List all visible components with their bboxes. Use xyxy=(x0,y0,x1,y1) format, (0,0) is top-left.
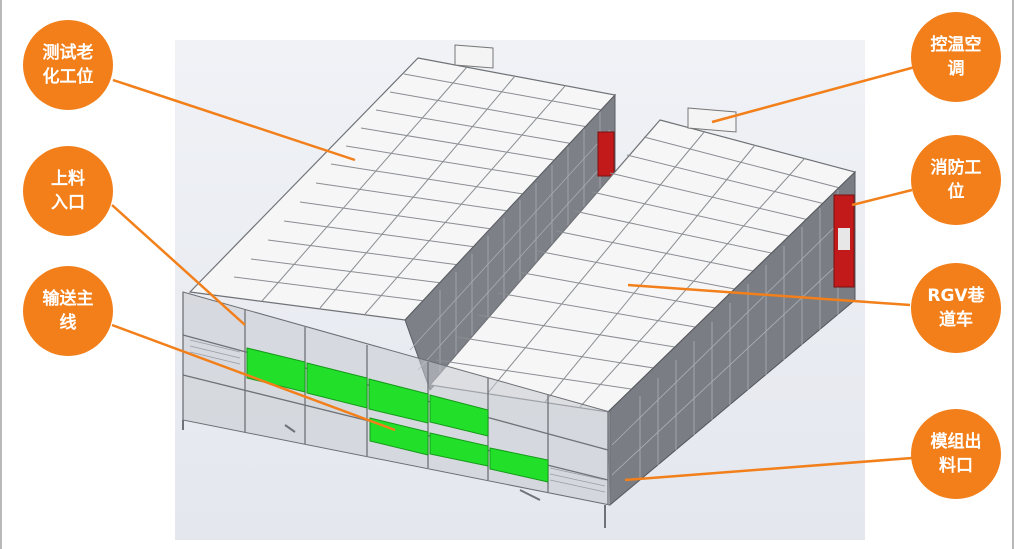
leader-loading xyxy=(111,204,246,326)
left-rack-slots xyxy=(409,112,613,376)
conveyor-rollers xyxy=(189,339,606,493)
fire-station-label: 消防工 位 xyxy=(930,158,982,202)
callout-fire-station: 消防工 位 xyxy=(911,135,1001,225)
conveyor-main-label: 输送主 线 xyxy=(42,289,94,333)
callout-aging-station: 测试老 化工位 xyxy=(23,20,113,110)
leader-fire xyxy=(851,188,913,207)
right-rack-slots xyxy=(611,190,854,480)
leader-rgv xyxy=(627,283,911,307)
callout-rgv-cart: RGV巷 道车 xyxy=(911,263,1001,353)
leader-exit xyxy=(624,456,913,482)
callout-conveyor-main: 输送主 线 xyxy=(23,266,113,356)
left-ac-unit xyxy=(454,44,494,69)
left-roof-grid xyxy=(233,66,603,315)
hvac-label: 控温空 调 xyxy=(930,35,982,79)
callout-loading-entry: 上料 入口 xyxy=(23,146,113,236)
leader-conveyor xyxy=(111,323,396,432)
right-roof-grid xyxy=(435,130,841,408)
rgv-cart-label: RGV巷 道车 xyxy=(927,286,985,330)
callout-hvac: 控温空 调 xyxy=(911,12,1001,102)
aging-station-label: 测试老 化工位 xyxy=(42,43,94,87)
leader-aging xyxy=(112,78,356,162)
support-legs xyxy=(182,420,606,528)
loading-entry-label: 上料 入口 xyxy=(51,169,85,213)
conveyor-green-segments xyxy=(246,347,549,483)
leader-lines xyxy=(111,65,916,482)
callout-module-exit: 模组出 料口 xyxy=(911,409,1001,499)
left-fire-cabinet xyxy=(597,131,615,177)
leader-hvac xyxy=(711,65,916,124)
module-exit-label: 模组出 料口 xyxy=(930,432,982,476)
right-fire-door xyxy=(838,228,850,250)
right-ac-unit xyxy=(687,107,737,133)
